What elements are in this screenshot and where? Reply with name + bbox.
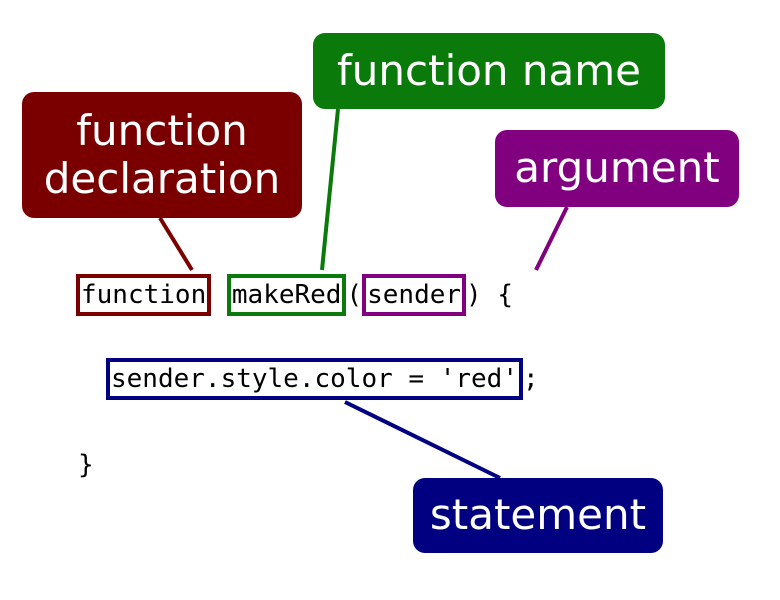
statement-semicolon: ; (523, 364, 539, 394)
keyword-space (211, 280, 227, 310)
name-connector (320, 108, 340, 271)
argument-box: sender (362, 274, 467, 316)
argument-label: argument (514, 143, 720, 193)
open-paren: ( (346, 280, 363, 310)
declaration-connector (158, 216, 194, 272)
argument-connector (534, 206, 569, 271)
function-declaration-callout: function declaration (22, 92, 302, 218)
function-name-callout: function name (313, 33, 665, 109)
function-name-label: function name (336, 45, 642, 95)
statement-connector (344, 400, 501, 480)
statement-callout: statement (413, 478, 663, 553)
statement-label: statement (429, 490, 647, 540)
code-line-statement: sender.style.color = 'red'; (106, 356, 539, 402)
code-line-function-header: function makeRed(sender) { (76, 272, 513, 318)
argument-callout: argument (495, 130, 739, 207)
close-paren-brace: ) { (466, 280, 514, 310)
function-declaration-label: function declaration (43, 105, 281, 203)
function-name-box: makeRed (226, 274, 347, 316)
keyword-box: function (76, 274, 212, 316)
code-line-closing-brace: } (78, 442, 94, 488)
closing-brace: } (78, 450, 94, 480)
statement-box: sender.style.color = 'red' (106, 358, 523, 400)
